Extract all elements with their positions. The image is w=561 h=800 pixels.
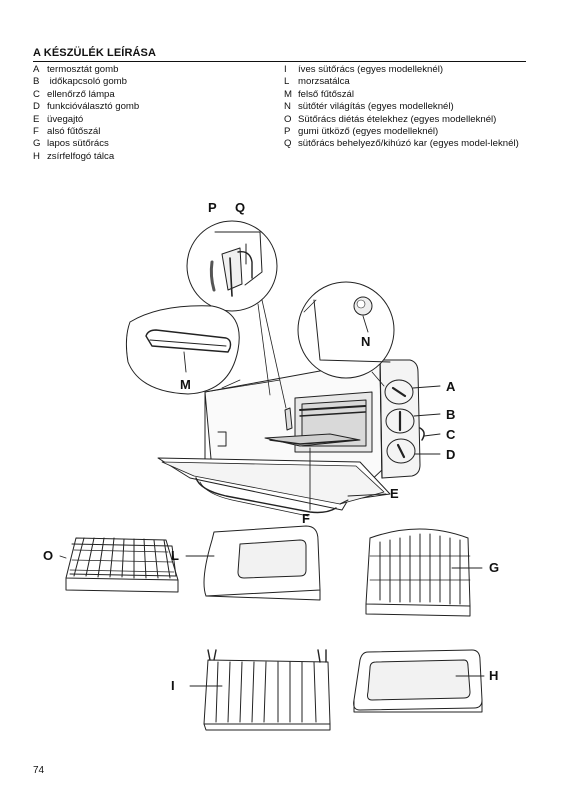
callout-C: C <box>446 427 456 442</box>
flat-rack-illustration <box>365 528 483 617</box>
legend-key: A <box>33 64 40 75</box>
heading-rule <box>33 61 526 62</box>
legend-key: F <box>33 126 39 138</box>
curved-rack-illustration <box>189 649 331 731</box>
legend-key: E <box>33 113 40 125</box>
legend-item: B időkapcsoló gomb <box>33 76 273 88</box>
legend-key: Q <box>284 138 292 150</box>
legend-text: zsírfelfogó tálca <box>47 150 115 162</box>
legend-key: D <box>33 101 40 113</box>
callout-N: N <box>361 334 370 349</box>
legend-key: N <box>284 101 291 113</box>
legend-key: I <box>284 64 287 75</box>
callout-G: G <box>489 560 499 575</box>
legend-key: G <box>33 138 41 150</box>
callout-P: P <box>208 200 217 215</box>
legend-text: üvegajtó <box>47 113 84 125</box>
callout-Q: Q <box>235 200 245 215</box>
oven-illustration <box>157 359 425 517</box>
crumb-tray-illustration <box>185 525 321 601</box>
legend-key: H <box>33 150 40 162</box>
legend-key: L <box>284 76 290 88</box>
legend-key: B <box>33 76 40 88</box>
callout-D: D <box>446 447 455 462</box>
callout-O: O <box>43 548 53 563</box>
legend-text: funkcióválasztó gomb <box>47 101 140 113</box>
callout-A: A <box>446 379 456 394</box>
diet-rack-illustration <box>59 537 179 593</box>
drip-tray-illustration <box>353 649 485 713</box>
legend-key: P <box>284 126 291 138</box>
callout-H: H <box>489 668 498 683</box>
inset-rubber-stop-and-lever <box>186 220 287 409</box>
legend-text: íves sütőrács (egyes modelleknél) <box>298 64 444 75</box>
legend-key: M <box>284 88 292 100</box>
legend-text: felső fűtőszál <box>298 88 354 100</box>
legend-text: sütőtér világítás (egyes modelleknél) <box>298 101 454 113</box>
legend-text: morzsatálca <box>298 76 350 88</box>
callout-I: I <box>171 678 175 693</box>
legend-text: gumi ütköző (egyes modelleknél) <box>298 126 439 138</box>
legend-text: időkapcsoló gomb <box>47 76 127 88</box>
legend-key: C <box>33 88 40 100</box>
callout-M: M <box>180 377 191 392</box>
legend-text: termosztát gomb <box>47 64 119 75</box>
legend-text: lapos sütőrács <box>47 138 109 150</box>
legend-text: sütőrács behelyező/kihúzó kar (egyes mod… <box>298 138 519 150</box>
legend-text: ellenőrző lámpa <box>47 88 115 100</box>
inset-upper-heating-element <box>125 305 241 395</box>
callout-L: L <box>171 548 179 563</box>
section-heading: A KÉSZÜLÉK LEÍRÁSA <box>33 47 157 59</box>
callout-B: B <box>446 407 455 422</box>
callout-F: F <box>302 511 310 526</box>
legend-item: O Sütőrács diétás ételekhez (egyes modell… <box>284 114 528 126</box>
legend-key: O <box>284 113 292 125</box>
callout-E: E <box>390 486 399 501</box>
legend-text: alsó fűtőszál <box>47 126 101 138</box>
legend-text: Sütőrács diétás ételekhez (egyes modelle… <box>298 113 497 125</box>
page-number: 74 <box>33 765 45 776</box>
inset-oven-light <box>297 281 395 387</box>
